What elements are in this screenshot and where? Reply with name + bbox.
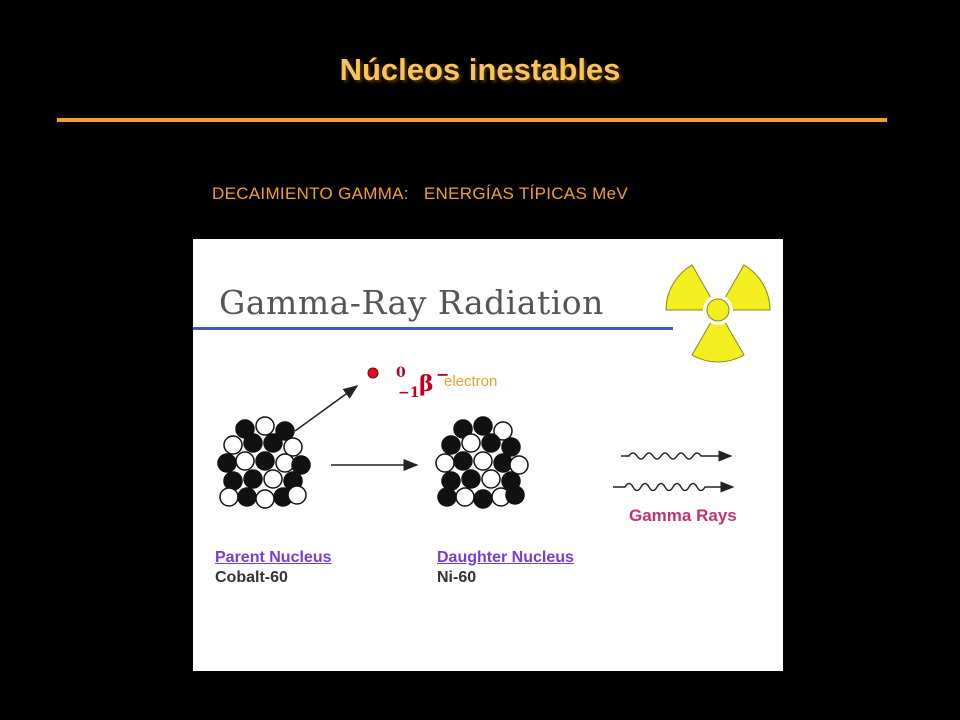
figure-title: Gamma-Ray Radiation xyxy=(219,283,604,322)
parent-nucleus-heading: Parent Nucleus xyxy=(215,549,332,566)
daughter-nucleus-heading: Daughter Nucleus xyxy=(437,549,574,566)
parent-nucleus-name: Cobalt-60 xyxy=(215,569,288,586)
title-underline xyxy=(57,118,887,122)
daughter-nucleus-label: Daughter Nucleus Ni-60 xyxy=(437,549,574,587)
parent-nucleus-label: Parent Nucleus Cobalt-60 xyxy=(215,549,331,587)
slide-title: Núcleos inestables xyxy=(339,52,621,87)
electron-label: electron xyxy=(444,373,498,390)
beta-glyph: β xyxy=(419,371,434,397)
emission-arrow xyxy=(294,385,359,432)
wave-icon xyxy=(621,450,733,462)
nucleus-icon xyxy=(217,416,311,509)
beta-mass-number: 0 xyxy=(396,365,406,381)
slide-subtitle: DECAIMIENTO GAMMA: ENERGÍAS TÍPICAS MeV xyxy=(212,184,628,203)
beta-sign: − xyxy=(436,365,450,384)
beta-charge: −1 xyxy=(398,385,420,401)
electron-icon xyxy=(367,367,379,379)
wave-icon xyxy=(613,481,735,493)
gamma-rays-label: Gamma Rays xyxy=(629,506,737,525)
gamma-figure: Gamma-Ray Radiation xyxy=(193,239,783,671)
nucleus-icon xyxy=(435,416,529,509)
radiation-icon xyxy=(665,264,771,363)
figure-rule xyxy=(193,327,673,330)
daughter-nucleus-name: Ni-60 xyxy=(437,569,477,586)
decay-arrows xyxy=(294,367,735,493)
